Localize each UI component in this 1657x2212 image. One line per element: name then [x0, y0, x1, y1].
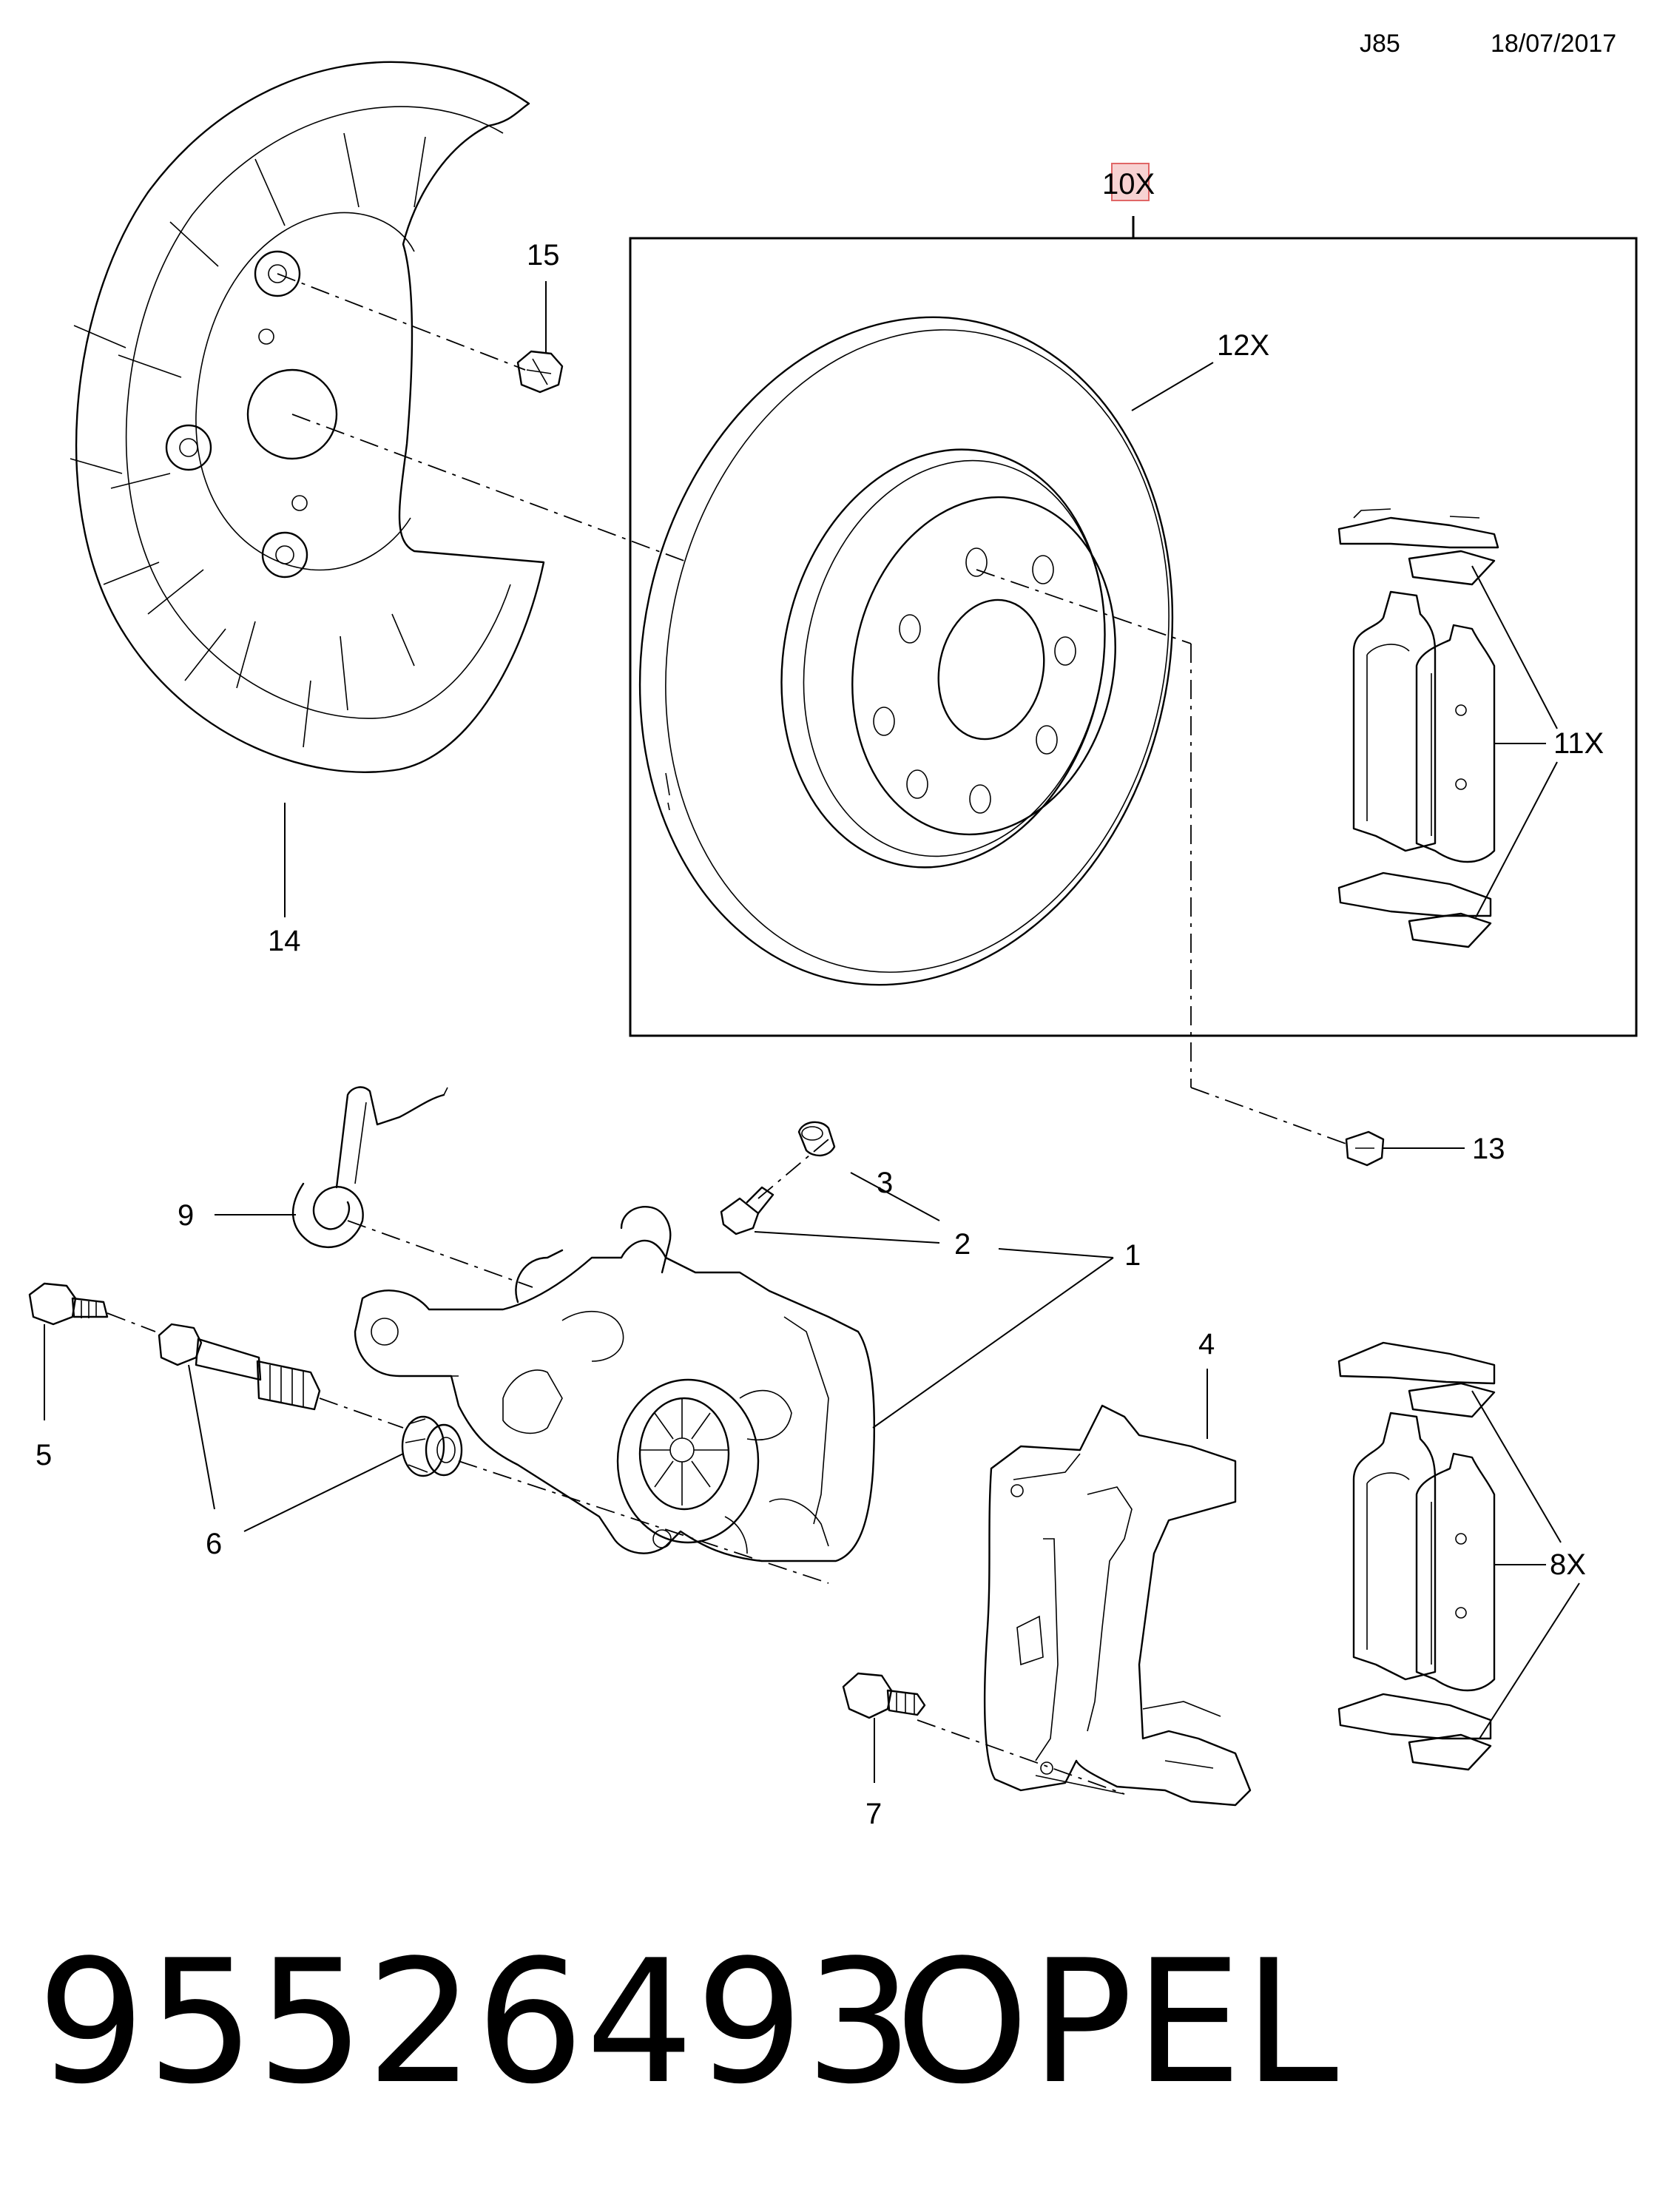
brand-name: OPEL: [895, 1924, 1340, 2122]
bleed-cap: [797, 1121, 836, 1157]
callout-13: 13: [1472, 1133, 1505, 1165]
caliper-spring: [291, 1086, 448, 1249]
callout-1: 1: [1124, 1239, 1141, 1272]
kit-box: 10X: [629, 163, 1638, 1037]
highlight-marker: [1111, 163, 1150, 201]
bleed-screw: [720, 1186, 774, 1235]
callout-7: 7: [865, 1798, 882, 1830]
dust-shield: [70, 61, 545, 773]
brake-caliper: [354, 1206, 875, 1562]
callout-10: 10X: [1102, 168, 1155, 200]
callout-3: 3: [877, 1167, 893, 1199]
pad-set-upper: [1337, 508, 1499, 948]
disc-screw: [1345, 1130, 1385, 1167]
part-number: 95526493: [37, 1924, 915, 2122]
pad-set-lower: [1337, 1341, 1496, 1771]
diagram-code: J85: [1360, 30, 1400, 58]
callout-6: 6: [206, 1528, 222, 1560]
callout-8: 8X: [1550, 1548, 1586, 1581]
callout-11: 11X: [1553, 727, 1604, 760]
diagram-date: 18/07/2017: [1491, 30, 1616, 58]
brake-disc: [638, 316, 1174, 986]
callout-2: 2: [954, 1228, 971, 1261]
callout-5: 5: [36, 1439, 52, 1471]
callout-12: 12X: [1217, 329, 1269, 362]
guide-pin: [158, 1323, 321, 1411]
carrier-bolt: [842, 1672, 926, 1719]
guide-bolt: [28, 1282, 109, 1326]
guide-bush: [401, 1415, 463, 1477]
callout-14: 14: [268, 925, 301, 957]
callout-15: 15: [527, 239, 560, 272]
callout-4: 4: [1198, 1328, 1215, 1360]
callout-9: 9: [178, 1199, 194, 1232]
shield-bolt: [516, 350, 564, 394]
caliper-carrier: [983, 1404, 1252, 1807]
